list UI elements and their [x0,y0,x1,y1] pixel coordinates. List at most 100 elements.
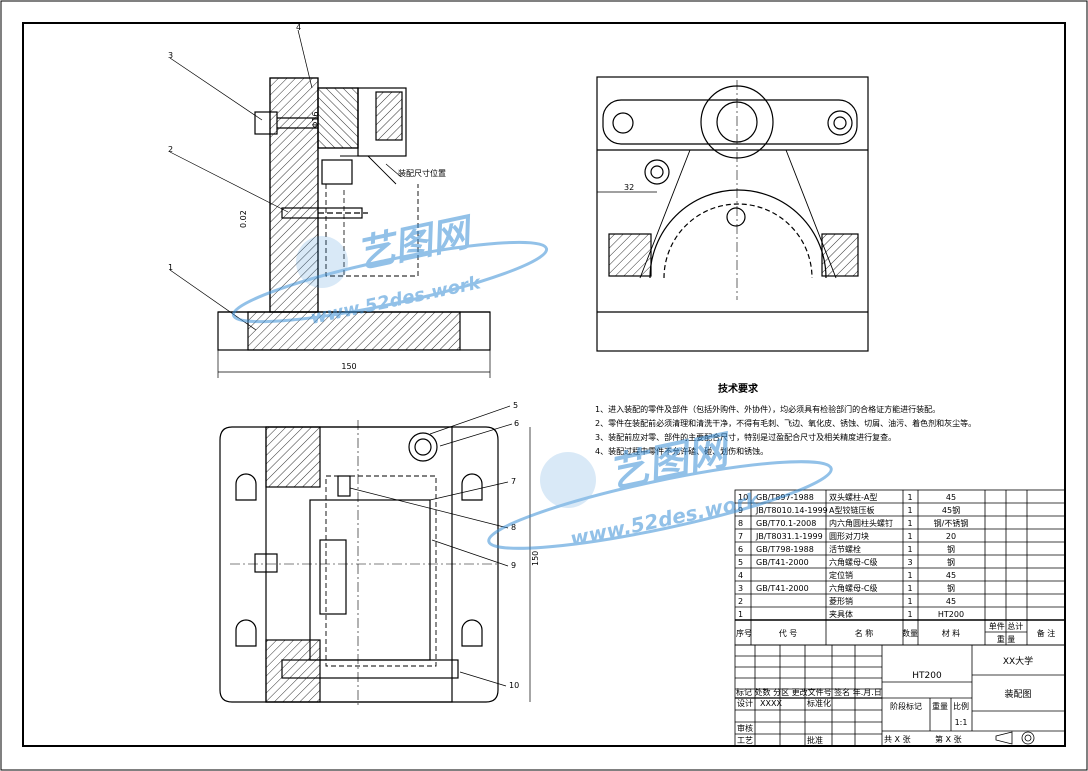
part-label-8: 8 [511,523,516,532]
bom-cell-qty: 1 [907,532,912,541]
bom-cell-qty: 1 [907,545,912,554]
part-label-5: 5 [513,401,518,410]
tb-approve: 批准 [807,735,823,745]
part-label-7: 7 [511,477,516,486]
bom-cell-qty: 1 [907,597,912,606]
bom-cell-name: 圆形对刀块 [829,531,869,541]
front-view [169,29,491,378]
bom-cell-no: 5 [738,558,743,567]
bom-cell-material: 45 [946,571,956,580]
bom-cell-no: 3 [738,584,743,593]
tb-stage-mark: 阶段标记 [890,701,922,711]
bom-cell-name: 双头螺柱-A型 [829,492,877,502]
front-dim-150: 150 [341,362,356,371]
bom-cell-qty: 1 [907,519,912,528]
bom-cell-no: 1 [738,610,743,619]
tb-process: 工艺 [737,736,753,745]
bom-header-remark: 备 注 [1037,628,1056,638]
bom-cell-qty: 1 [907,584,912,593]
tb-school: XX大学 [1003,655,1033,667]
bom-header-code: 代 号 [779,628,798,638]
front-bore-label: Φ16 [311,112,320,128]
bom-cell-name: 六角螺母-C级 [829,557,877,567]
front-tol-label: 0.02 [239,210,248,228]
tech-item-1: 1、进入装配的零件及部件（包括外购件、外协件），均必须具有检验部门的合格证方能进… [595,404,940,414]
bom-cell-name: 活节螺栓 [829,544,861,554]
load-position-note: 装配尺寸位置 [398,168,446,178]
title-block [734,644,1066,747]
bom-cell-qty: 3 [907,558,912,567]
bom-cell-material: 钢 [947,583,955,593]
tb-weight: 重量 [932,701,948,711]
tb-revision-row: 标记 处数 分区 更改文件号 签名 年.月.日 [736,687,882,697]
bom-cell-code: JB/T8010.14-1999 [755,506,828,515]
tb-sheets-total: 共 X 张 [884,735,911,744]
bom-cell-material: 45钢 [942,505,960,515]
bom-cell-no: 2 [738,597,743,606]
bom-table [734,489,1066,646]
part-label-4: 4 [296,23,301,32]
bom-cell-code: GB/T798-1988 [756,545,814,554]
bom-cell-no: 7 [738,532,743,541]
part-label-9: 9 [511,561,516,570]
bom-cell-code: JB/T8031.1-1999 [755,532,823,541]
side-dim-32: 32 [624,183,634,192]
tb-design: 设计 [737,698,753,708]
part-label-1: 1 [168,263,173,272]
bom-cell-no: 4 [738,571,743,580]
bom-cell-qty: 1 [907,571,912,580]
svg-text:艺图网: 艺图网 [353,209,479,277]
bom-cell-name: 内六角圆柱头螺钉 [829,518,893,528]
part-label-6: 6 [514,419,519,428]
bom-cell-no: 6 [738,545,743,554]
tb-scale: 比例 [953,701,969,711]
top-view [219,405,531,708]
bom-header-qty: 数量 [902,628,918,638]
tb-sheet-no: 第 X 张 [935,734,962,744]
bom-cell-name: 六角螺母-C级 [829,583,877,593]
bom-cell-name: 菱形销 [829,596,853,606]
tb-material: HT200 [912,671,942,681]
tech-item-2: 2、零件在装配前必须清理和清洗干净，不得有毛刺、飞边、氧化皮、锈蚀、切屑、油污、… [595,418,976,428]
part-label-10: 10 [509,681,519,690]
tb-scale-value: 1:1 [955,718,968,727]
tech-item-3: 3、装配前应对零、部件的主要配合尺寸，特别是过盈配合尺寸及相关精度进行复查。 [595,432,896,442]
bom-cell-no: 10 [738,493,748,502]
bom-header-weight: 重 量 [997,634,1016,644]
top-dim-150: 150 [531,551,540,566]
bom-cell-code: GB/T41-2000 [756,558,809,567]
bom-cell-name: 定位销 [829,570,853,580]
bom-cell-qty: 1 [907,506,912,515]
bom-cell-material: 钢 [947,557,955,567]
bom-cell-name: A型铰链压板 [829,505,874,515]
bom-header-name: 名 称 [855,628,874,638]
bom-cell-material: 45 [946,597,956,606]
bom-header-unit-total: 单件 总计 [989,621,1024,631]
bom-cell-code: GB/T897-1988 [756,493,814,502]
bom-cell-code: GB/T41-2000 [756,584,809,593]
tb-drawing-name: 装配图 [1004,688,1031,700]
bom-cell-name: 夹具体 [829,609,853,619]
tech-item-4: 4、装配过程中零件不允许磕、碰、划伤和锈蚀。 [595,446,768,456]
part-label-2: 2 [168,145,173,154]
projection-symbol-icon [995,731,1035,745]
part-label-3: 3 [168,51,173,60]
bom-cell-qty: 1 [907,610,912,619]
tech-title: 技术要求 [718,382,759,395]
bom-cell-material: 20 [946,532,956,541]
bom-cell-material: 45 [946,493,956,502]
bom-cell-code: GB/T70.1-2008 [756,519,816,528]
bom-cell-material: 钢/不锈钢 [934,518,969,528]
side-view [596,76,869,352]
inner-border [22,22,1066,747]
bom-cell-qty: 1 [907,493,912,502]
bom-header-no: 序号 [736,628,752,638]
tb-standardize: 标准化 [807,698,831,708]
bom-cell-no: 8 [738,519,743,528]
tb-review: 审核 [737,723,753,733]
bom-cell-material: 钢 [947,544,955,554]
tb-designer: XXXX [760,699,782,708]
